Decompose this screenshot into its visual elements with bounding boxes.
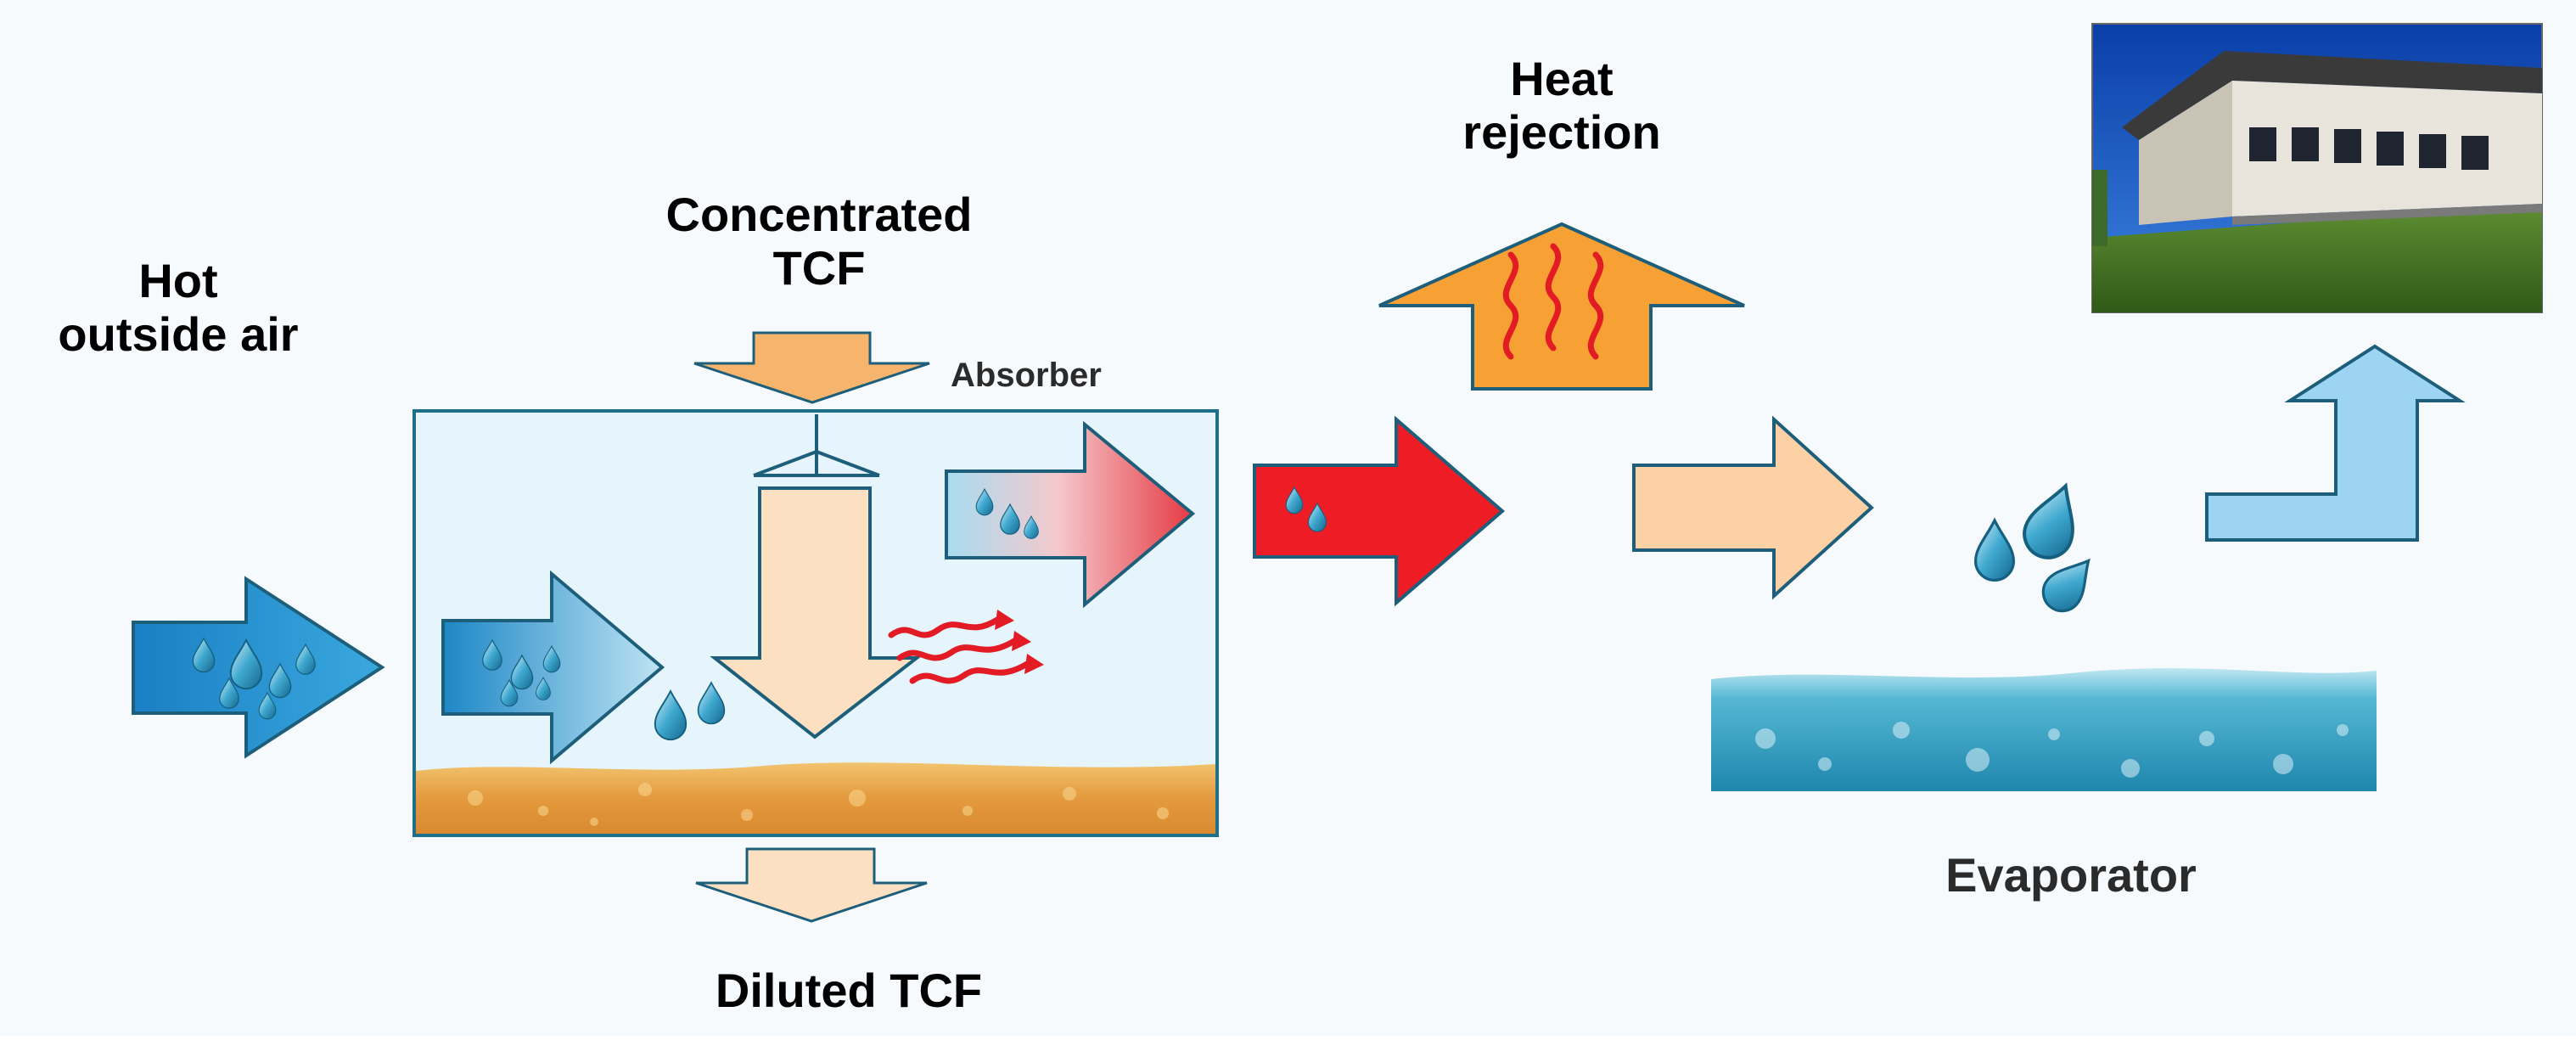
diluted-tcf-arrow [695,847,928,923]
solution-flow-arrow [710,486,922,739]
heat-wave-icon [1502,243,1604,360]
hot-outside-air-line-2: outside air [58,306,299,361]
absorber-label: Absorber [951,357,1102,394]
absorber-outlet-air-arrow [945,420,1196,609]
diluted-tcf-label: Diluted TCF [715,964,983,1017]
evaporator-label: Evaporator [1945,848,2197,902]
concentrated-tcf-arrow [693,331,930,404]
concentrated-tcf-line-2: TCF [772,240,866,295]
heat-arrowheads [995,610,1044,674]
hot-dry-air-arrow [1253,415,1506,607]
cool-supply-air-arrow [2205,344,2466,542]
building-photo [2091,23,2543,313]
heat-rejection-line-2: rejection [1462,104,1661,159]
concentrated-tcf-label: Concentrated TCF [594,188,1044,295]
water-bubbles [1755,722,2349,778]
concentrated-tcf-line-1: Concentrated [665,188,973,241]
sprayer-icon [753,414,880,477]
heat-rejection-line-1: Heat [1510,52,1614,105]
heat-rejection-arrow [1378,222,1745,391]
heat-rejection-label: Heat rejection [1409,52,1715,159]
hot-outside-air-label: Hot outside air [17,254,340,361]
desiccant-bubbles [468,783,1169,826]
evaporator-water [1711,668,2377,791]
liquid-desiccant [416,762,1215,834]
hot-outside-air-line-1: Hot [138,254,218,307]
heat-wave-icon [888,616,1030,684]
cooled-air-arrow [1632,415,1874,600]
